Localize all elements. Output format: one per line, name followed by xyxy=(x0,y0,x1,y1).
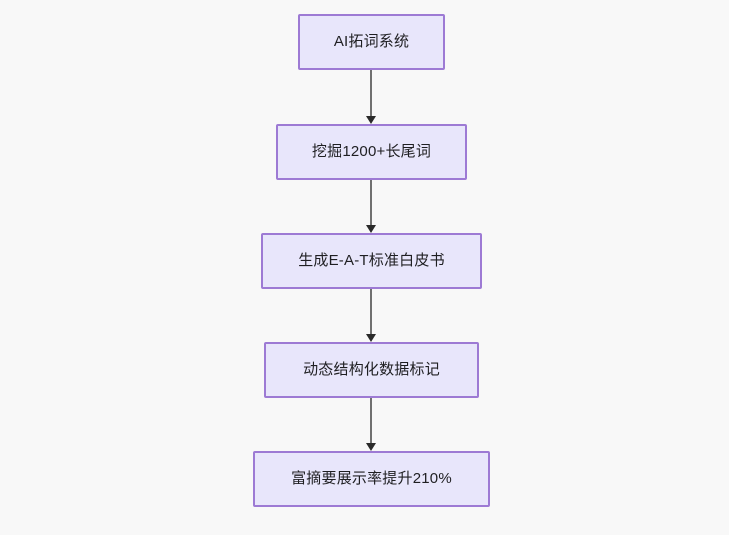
connector-line xyxy=(370,398,372,444)
flow-node-n5[interactable]: 富摘要展示率提升210% xyxy=(253,451,490,507)
flow-node-n1[interactable]: AI拓词系统 xyxy=(298,14,445,70)
flow-node-n4[interactable]: 动态结构化数据标记 xyxy=(264,342,479,398)
arrowhead-icon xyxy=(366,116,376,124)
arrowhead-icon xyxy=(366,443,376,451)
flow-node-n3[interactable]: 生成E-A-T标准白皮书 xyxy=(261,233,482,289)
connector-line xyxy=(370,180,372,226)
connector-line xyxy=(370,70,372,117)
arrowhead-icon xyxy=(366,334,376,342)
flow-node-n2[interactable]: 挖掘1200+长尾词 xyxy=(276,124,467,180)
connector-line xyxy=(370,289,372,335)
arrowhead-icon xyxy=(366,225,376,233)
